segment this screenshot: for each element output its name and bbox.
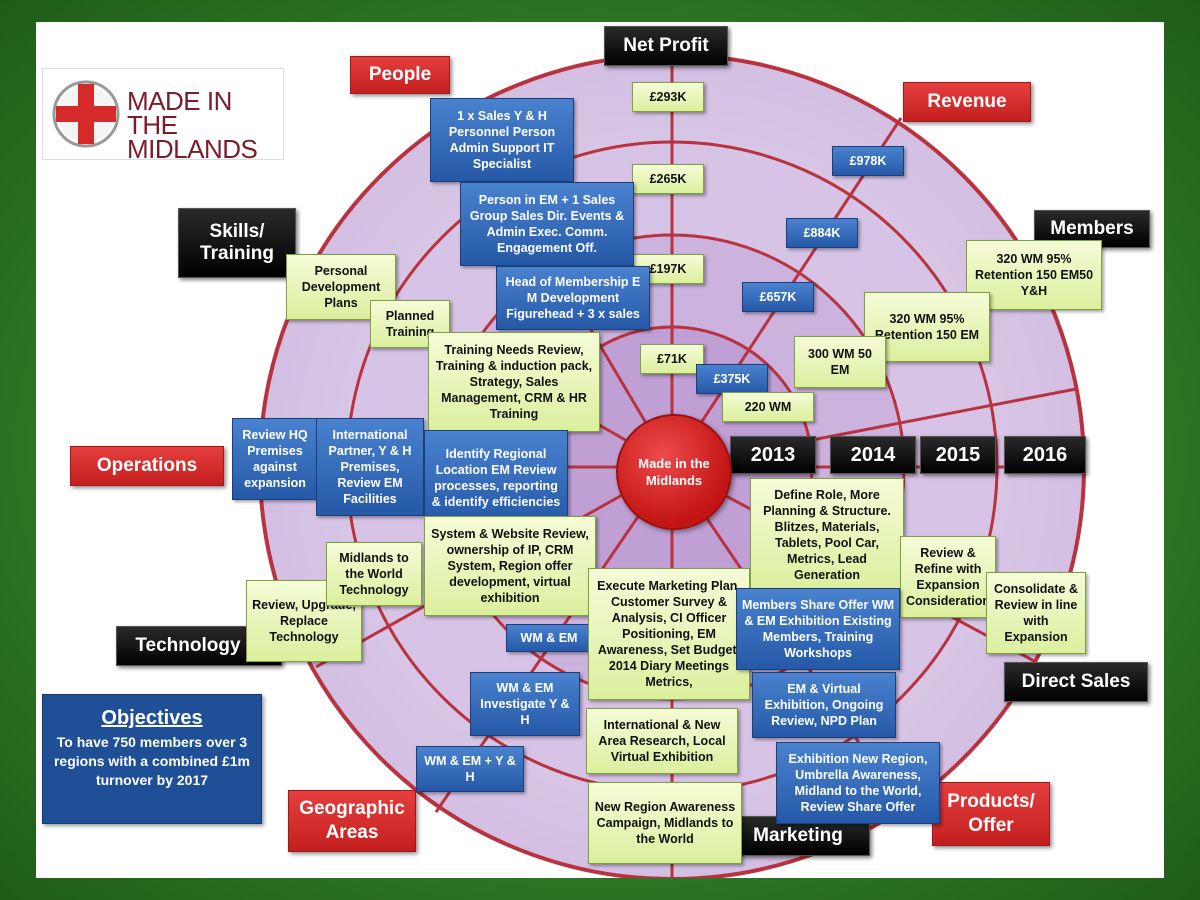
marketing-2015: International & New Area Research, Local… [586,708,738,774]
category-products-offer: Products/ Offer [932,782,1050,846]
diagram-canvas: MADE IN THE MIDLANDS Net Profit People R… [36,22,1164,878]
year-2016: 2016 [1004,436,1086,474]
category-geographic-areas: Geographic Areas [288,790,416,852]
revenue-2015: £884K [786,218,858,248]
revenue-2013: £375K [696,364,768,394]
members-2013: 220 WM [722,392,814,422]
direct-sales-2015: Review & Refine with Expansion Considera… [900,536,996,618]
logo-text: MADE IN THE MIDLANDS [127,86,283,164]
year-2013: 2013 [730,436,816,474]
year-2014: 2014 [830,436,916,474]
objectives-box: Objectives To have 750 members over 3 re… [42,694,262,824]
objectives-title: Objectives [101,707,203,729]
logo-line-1: MADE IN THE [127,86,232,140]
geographic-2016: WM & EM + Y & H [416,746,524,792]
people-2016: 1 x Sales Y & H Personnel Person Admin S… [430,98,574,182]
marketing-2014: Execute Marketing Plan, Customer Survey … [588,568,750,700]
category-operations: Operations [70,446,224,486]
marketing-2016: New Region Awareness Campaign, Midlands … [588,782,742,864]
net-profit-2013: £71K [640,344,704,374]
geographic-2015: WM & EM Investigate Y & H [470,672,580,736]
operations-2015: International Partner, Y & H Premises, R… [316,418,424,516]
category-people: People [350,56,450,94]
technology-2014: System & Website Review, ownership of IP… [424,516,596,616]
center-hub: Made in the Midlands [616,414,732,530]
products-2015: EM & Virtual Exhibition, Ongoing Review,… [752,672,896,738]
category-net-profit: Net Profit [604,26,728,66]
members-2016: 320 WM 95% Retention 150 EM50 Y&H [966,240,1102,310]
operations-2016: Review HQ Premises against expansion [232,418,318,500]
skills-2014: Training Needs Review, Training & induct… [428,332,600,432]
products-2016: Exhibition New Region, Umbrella Awarenes… [776,742,940,824]
operations-2014: Identify Regional Location EM Review pro… [424,430,568,526]
people-2014: Head of Membership E M Development Figur… [496,266,650,330]
direct-sales-2014: Define Role, More Planning & Structure. … [750,478,904,592]
geographic-2014: WM & EM [506,624,592,652]
made-in-the-midlands-logo: MADE IN THE MIDLANDS [42,68,284,164]
net-profit-2016: £293K [632,82,704,112]
red-cross-logo-icon [52,80,120,148]
products-2014: Members Share Offer WM & EM Exhibition E… [736,588,900,670]
technology-2016: Review, Upgrade, Replace Technology [246,580,362,662]
category-revenue: Revenue [903,82,1031,122]
direct-sales-2016: Consolidate & Review in line with Expans… [986,572,1086,654]
logo-line-2: MIDLANDS [127,134,258,164]
members-2014: 300 WM 50 EM [794,336,886,388]
revenue-2014: £657K [742,282,814,312]
people-2015: Person in EM + 1 Sales Group Sales Dir. … [460,182,634,266]
revenue-2016: £978K [832,146,904,176]
net-profit-2015: £265K [632,164,704,194]
objectives-text: To have 750 members over 3 regions with … [53,734,251,788]
year-2015: 2015 [920,436,996,474]
category-skills-training: Skills/ Training [178,208,296,278]
technology-2015: Midlands to the World Technology [326,542,422,606]
category-direct-sales: Direct Sales [1004,662,1148,702]
